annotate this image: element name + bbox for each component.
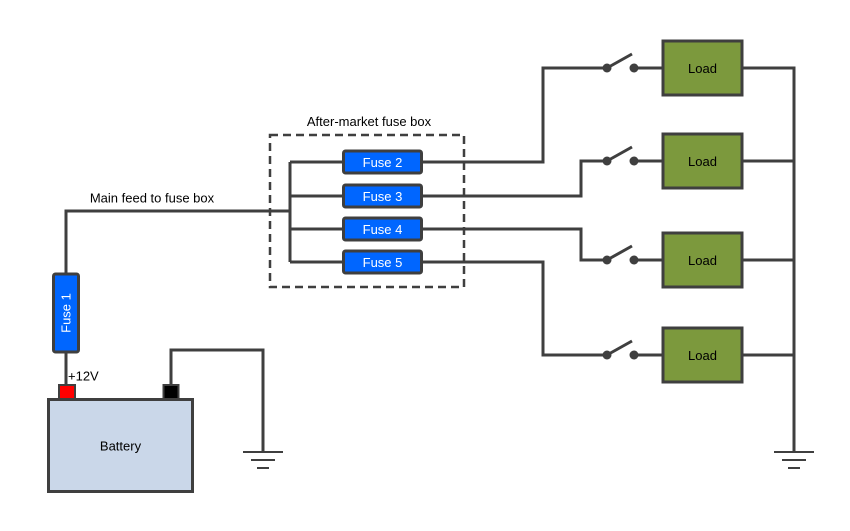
main-feed-label: Main feed to fuse box <box>90 191 215 206</box>
wire-load1-to-ground-bus <box>742 66 796 452</box>
switch-contact-left <box>602 350 612 360</box>
ground-symbol-battery <box>243 451 283 469</box>
switch-contact-left <box>602 156 612 166</box>
switch-contact-right <box>629 156 639 166</box>
fuse2-label: Fuse 2 <box>363 155 403 170</box>
switch-contact-left <box>602 63 612 73</box>
switch-lever <box>606 52 633 70</box>
switch-4 <box>602 339 639 360</box>
wire-battery-negative-to-ground <box>169 348 265 452</box>
fuse3-label: Fuse 3 <box>363 189 403 204</box>
fuse4-body <box>342 216 423 242</box>
load4-label: Load <box>688 348 717 363</box>
load3-label: Load <box>688 253 717 268</box>
switch-contact-right <box>629 350 639 360</box>
battery-label: Battery <box>100 439 142 454</box>
switch-lever <box>606 145 633 163</box>
fuse3-body <box>342 183 423 209</box>
battery-body <box>47 398 194 493</box>
switch-3 <box>602 244 639 265</box>
switch-2 <box>602 145 639 166</box>
wire-fuse1-to-main-feed <box>64 209 290 274</box>
fuse5-body <box>342 249 423 275</box>
wire-fuse2-to-switch1 <box>422 66 603 164</box>
switch-lever <box>606 244 633 262</box>
fuse1-body <box>52 272 80 354</box>
black-labels-group: After-market fuse box Main feed to fuse … <box>68 61 717 454</box>
switch-contact-left <box>602 255 612 265</box>
battery-voltage-label: +12V <box>68 369 99 384</box>
components-group <box>47 39 744 493</box>
load2-body <box>661 132 744 190</box>
wire-fuse5-to-switch4 <box>422 260 603 357</box>
battery-negative-terminal <box>162 384 180 400</box>
fuse-box-title: After-market fuse box <box>307 114 432 129</box>
fuse2-body <box>342 149 423 175</box>
switch-contact-right <box>629 255 639 265</box>
load2-label: Load <box>688 154 717 169</box>
fuse1-label: Fuse 1 <box>59 293 74 333</box>
wire-fuse3-to-switch2 <box>422 159 603 198</box>
white-labels-group: Fuse 1 Fuse 2 Fuse 3 Fuse 4 Fuse 5 <box>59 155 403 333</box>
battery-positive-terminal <box>58 384 76 400</box>
switch-contact-right <box>629 63 639 73</box>
switch-1 <box>602 52 639 73</box>
fuse5-label: Fuse 5 <box>363 255 403 270</box>
wire-fuse4-to-switch3 <box>422 227 603 262</box>
load4-body <box>661 326 744 384</box>
ground-symbol-loads <box>774 451 814 469</box>
fuse4-label: Fuse 4 <box>363 222 403 237</box>
load3-body <box>661 231 744 289</box>
load1-body <box>661 39 744 97</box>
load1-label: Load <box>688 61 717 76</box>
switch-lever <box>606 339 633 357</box>
fuse-box-outline <box>268 133 466 289</box>
wires-group <box>64 52 814 469</box>
